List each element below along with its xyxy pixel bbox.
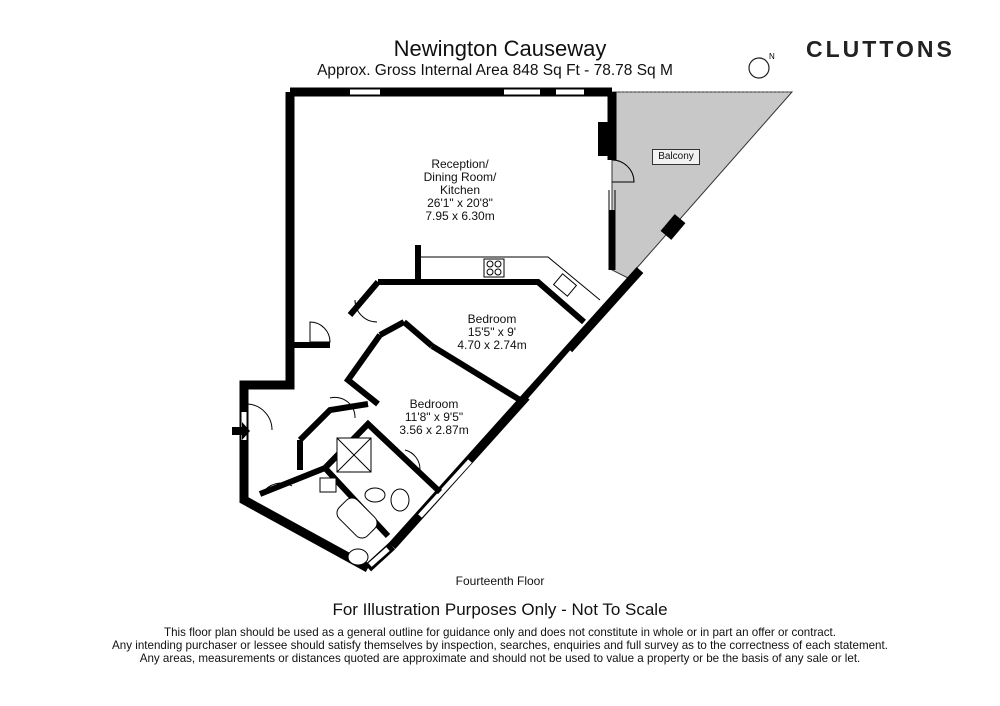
reception-name-2: Dining Room/ [423, 170, 497, 184]
disclaimer-line-1: This floor plan should be used as a gene… [163, 626, 836, 639]
bathroom-fixtures [319, 437, 410, 566]
bedroom1-label: Bedroom 15'5" x 9' 4.70 x 2.74m [432, 313, 552, 352]
reception-imperial: 26'1" x 20'8" [427, 196, 493, 210]
disclaimer-line-3: Any areas, measurements or distances quo… [139, 652, 861, 665]
balcony-label: Balcony [652, 149, 700, 165]
illustration-note: For Illustration Purposes Only - Not To … [332, 600, 668, 619]
balcony-area [611, 91, 794, 279]
disclaimer: This floor plan should be used as a gene… [0, 626, 1000, 665]
compass-label: N [769, 52, 775, 61]
reception-metric: 7.95 x 6.30m [425, 209, 495, 223]
pillars [598, 122, 686, 240]
area-subtitle: Approx. Gross Internal Area 848 Sq Ft - … [317, 62, 673, 79]
plan-title: Newington Causeway [393, 36, 607, 61]
interior-walls [258, 210, 615, 539]
compass-icon: N [748, 52, 775, 79]
kitchen-counter [418, 256, 601, 301]
reception-name-1: Reception/ [431, 157, 489, 171]
floor-label: Fourteenth Floor [455, 574, 545, 588]
bedroom2-metric: 3.56 x 2.87m [399, 423, 469, 437]
reception-name-3: Kitchen [439, 183, 481, 197]
bedroom1-imperial: 15'5" x 9' [467, 325, 517, 339]
bedroom2-imperial: 11'8" x 9'5" [404, 410, 464, 424]
cluttons-logo: CLUTTONS [806, 36, 955, 62]
door-swings [247, 159, 635, 495]
disclaimer-line-2: Any intending purchaser or lessee should… [112, 639, 888, 652]
bedroom1-metric: 4.70 x 2.74m [457, 338, 527, 352]
bedroom2-label: Bedroom 11'8" x 9'5" 3.56 x 2.87m [374, 398, 494, 437]
bedroom2-name: Bedroom [409, 397, 459, 411]
bedroom1-name: Bedroom [467, 312, 517, 326]
entrance-arrow-icon [232, 422, 250, 440]
reception-label: Reception/ Dining Room/ Kitchen 26'1" x … [395, 158, 525, 223]
